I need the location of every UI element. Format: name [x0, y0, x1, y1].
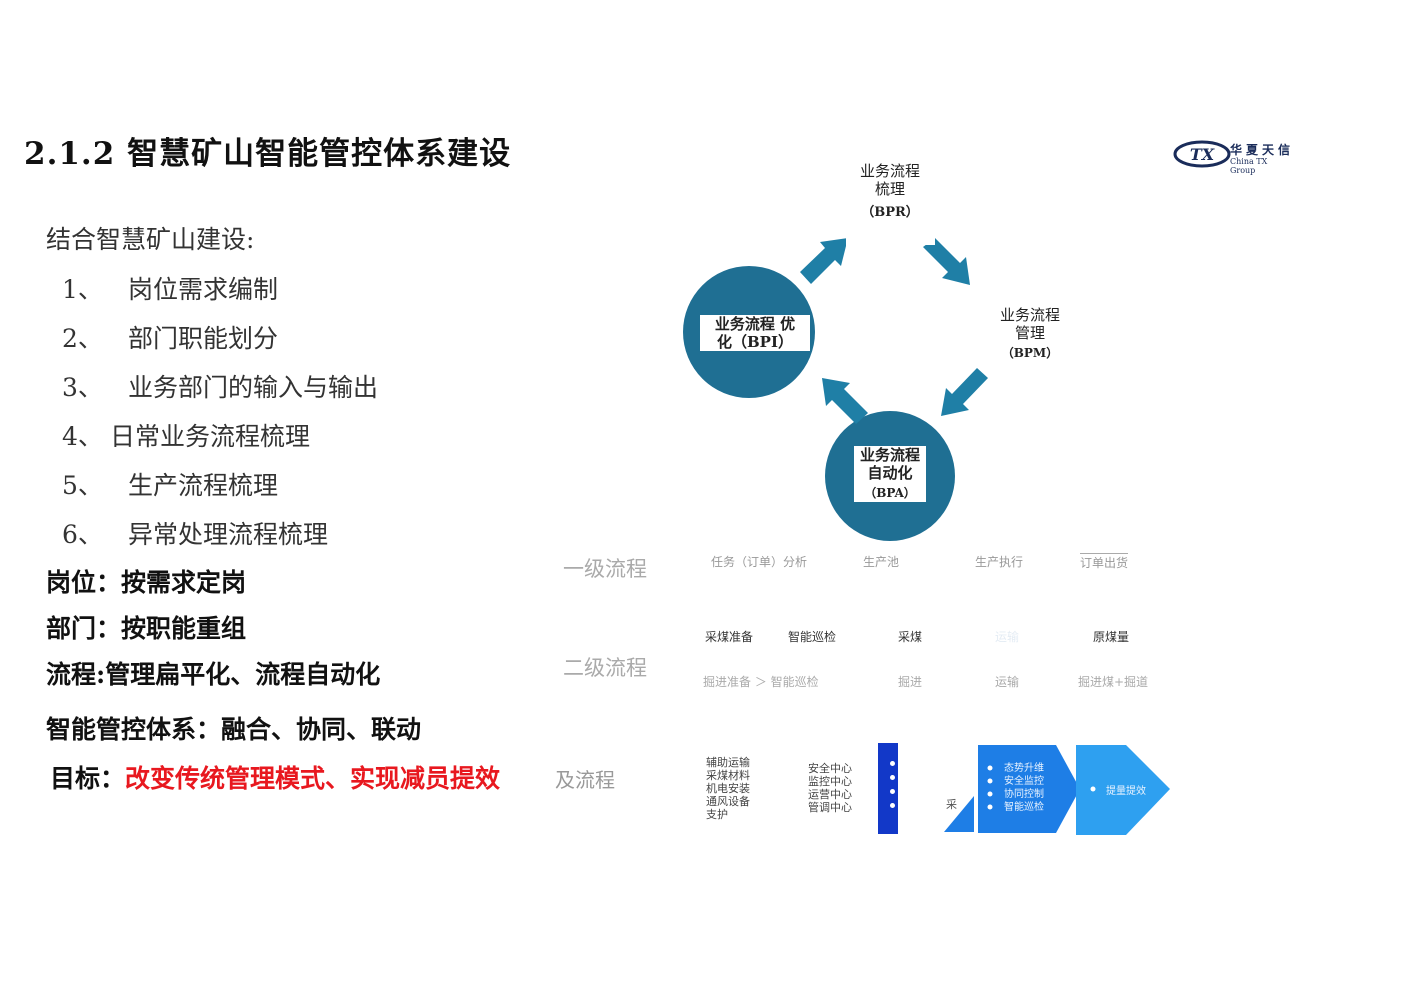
small-char: 采: [946, 798, 957, 811]
list-item: 5、生产流程梳理: [62, 471, 279, 500]
arrow-down-right-icon: [923, 238, 970, 285]
chevron-box-1: [978, 745, 1080, 833]
level2-step: 掘进: [898, 675, 923, 689]
intro-text: 结合智慧矿山建设:: [46, 225, 255, 254]
level2-step: 采煤: [898, 630, 923, 644]
bpi-label: 业务流程 优化（BPI）: [700, 315, 810, 351]
level2-step: 运输: [995, 675, 1020, 689]
goal-line: 目标：改变传统管理模式、实现减员提效: [50, 764, 501, 793]
chevron-flow: [978, 745, 1170, 835]
level2-step: 掘进准备 ＞ 智能巡检: [703, 675, 819, 689]
logo-name-cn: 华夏天信: [1230, 143, 1295, 157]
bpr-label: 业务流程梳理 （BPR）: [859, 162, 920, 220]
svg-text:TX: TX: [1190, 145, 1215, 164]
list-item: 1、岗位需求编制: [62, 275, 279, 304]
principle-system: 智能管控体系：融合、协同、联动: [46, 715, 422, 744]
principle-process: 流程:管理扁平化、流程自动化: [46, 660, 381, 689]
company-logo: TX 华夏天信 China TX Group: [1172, 138, 1295, 175]
list-item: 4、日常业务流程梳理: [62, 422, 311, 451]
chevron-1-items: 态势升维安全监控 协同控制智能巡检: [1004, 763, 1044, 813]
chevron-box-2: [1076, 745, 1170, 835]
bpm-label: 业务流程管理 （BPM）: [999, 306, 1060, 360]
level1-label: 一级流程: [563, 557, 647, 581]
page-title: 2.1.2 智慧矿山智能管控体系建设: [24, 136, 512, 172]
list-item: 2、部门职能划分: [62, 324, 279, 353]
level2-label: 二级流程: [563, 656, 647, 680]
chevron-2-item: 提量提效: [1106, 786, 1146, 797]
level1-step: 订单出货: [1080, 553, 1129, 571]
bar-dark: [878, 743, 898, 834]
principle-department: 部门：按职能重组: [46, 614, 247, 643]
arrow-up-left-icon: [822, 378, 868, 424]
level2-step: 采煤准备: [705, 630, 754, 644]
level1-step: 生产池: [863, 555, 900, 569]
list-item: 6、异常处理流程梳理: [62, 520, 329, 549]
triangle-small: [944, 796, 974, 832]
list-item: 3、业务部门的输入与输出: [62, 373, 379, 402]
logo-name-en: China TX Group: [1230, 157, 1268, 175]
center-list: 安全中心 监控中心 运营中心 管调中心: [808, 762, 852, 814]
goal-highlight: 改变传统管理模式、实现减员提效: [125, 764, 501, 793]
bpa-label: 业务流程自动化 （BPA）: [854, 446, 926, 502]
support-list: 辅助运输 采煤材料 机电安装 通风设备 支护: [706, 756, 750, 821]
level2-step: 原煤量: [1093, 630, 1130, 644]
level1-step: 生产执行: [975, 555, 1024, 569]
arrow-down-left-icon: [941, 368, 988, 416]
principle-position: 岗位：按需求定岗: [46, 568, 247, 597]
logo-mark-icon: TX: [1173, 140, 1231, 168]
level2-step: 智能巡检: [788, 630, 837, 644]
arrow-up-right-icon: [800, 238, 848, 284]
level2-step: 运输: [995, 630, 1020, 644]
goal-tail: 及流程: [555, 768, 615, 792]
level1-step: 任务（订单）分析: [711, 555, 808, 569]
level2-step: 掘进煤+掘道: [1078, 675, 1149, 689]
